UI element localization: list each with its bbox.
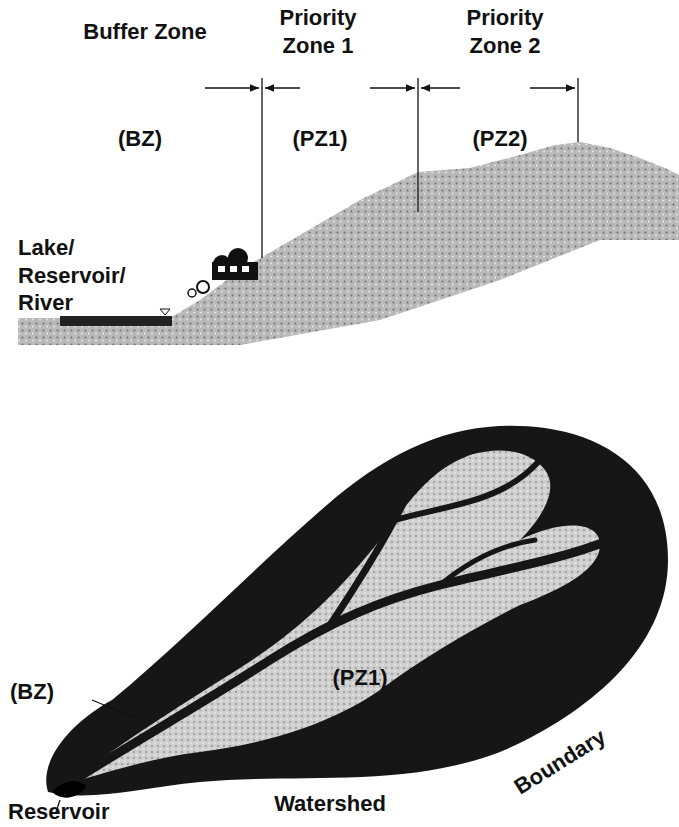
zone-heading: Buffer Zone (55, 18, 235, 46)
streams (62, 448, 610, 788)
zone-heading: Priority Zone 1 (263, 4, 373, 59)
zone-label: (BZ) (90, 125, 190, 153)
zone-label: Watershed (260, 790, 400, 818)
zone-label: (PZ1) (310, 664, 410, 692)
water (60, 316, 172, 326)
ground-slope (18, 142, 679, 345)
house-icon (188, 248, 258, 297)
reservoir-shape (52, 781, 86, 797)
zone-label: (BZ) (10, 678, 90, 706)
zone-label: Reservoir (8, 798, 138, 826)
zone-label: Lake/ Reservoir/ River (18, 234, 136, 317)
zone-label: (PZ2) (450, 125, 550, 153)
zone-dividers (205, 78, 578, 258)
zone-heading: Priority Zone 2 (450, 4, 560, 59)
zone-label: (PZ1) (270, 125, 370, 153)
leader-lines (56, 700, 145, 812)
water-mark (160, 309, 170, 315)
